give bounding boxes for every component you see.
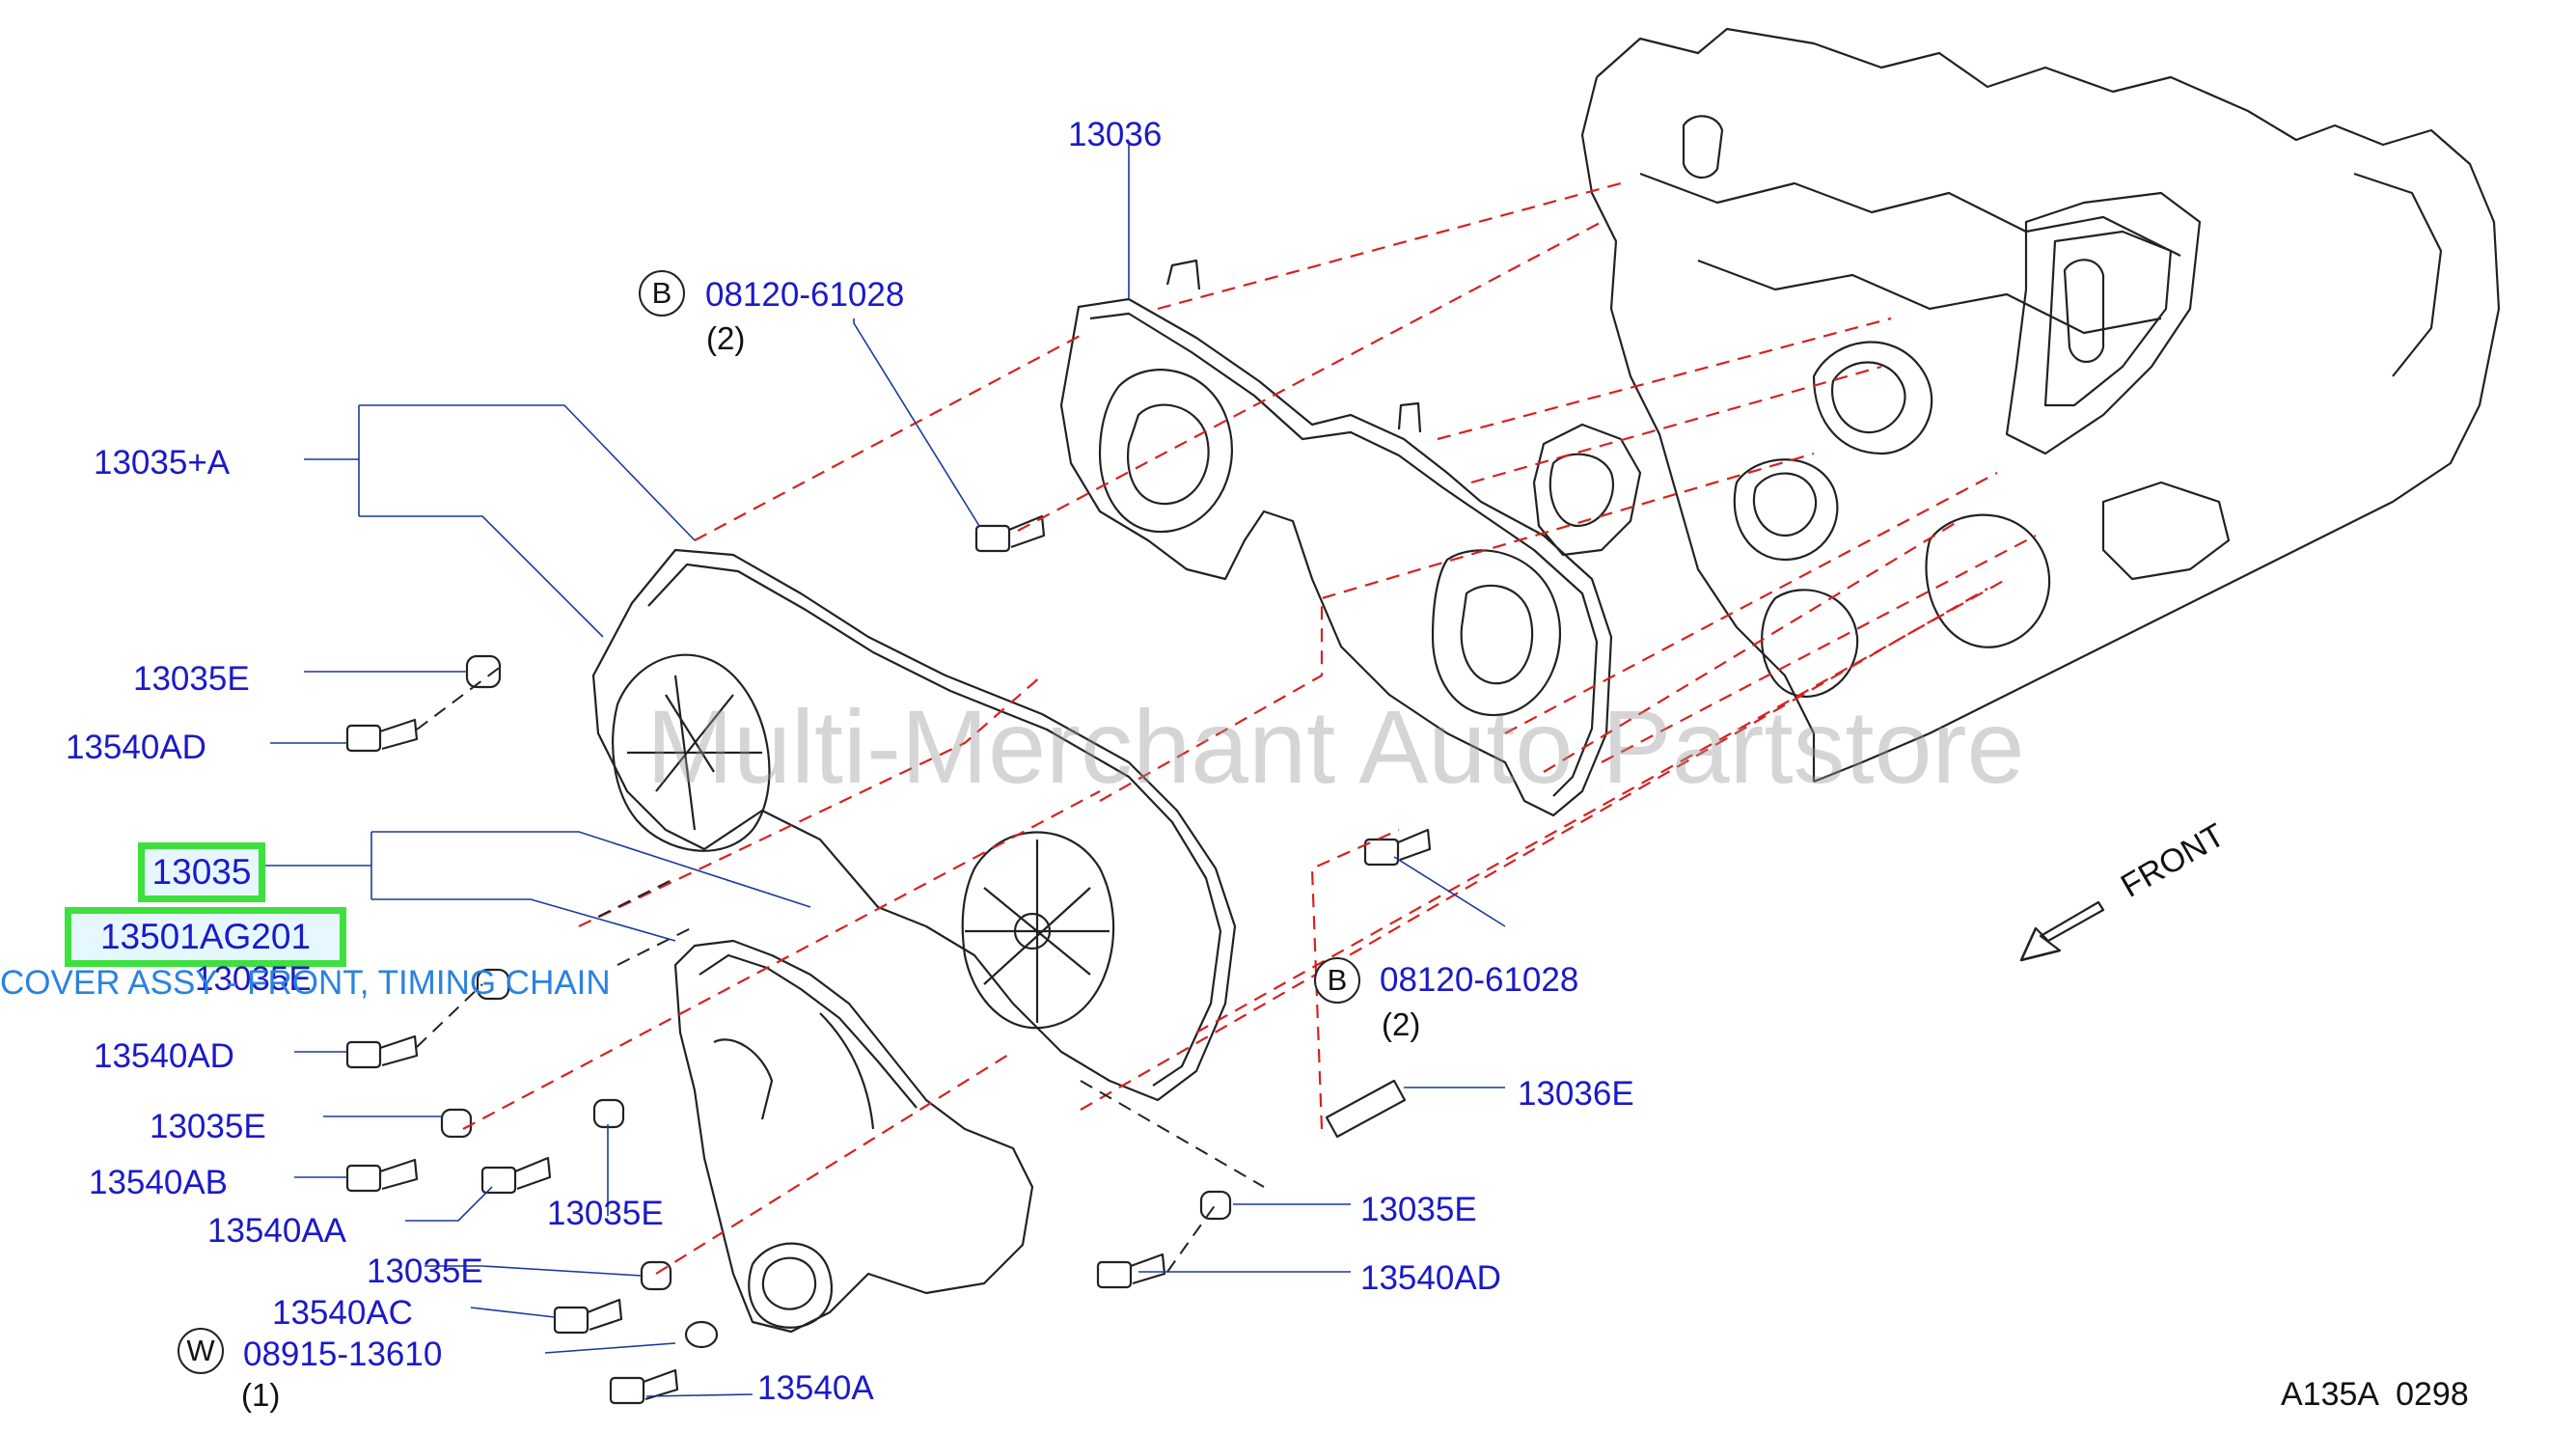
part-label-13540ad-3[interactable]: 13540AD [1360,1259,1501,1297]
part-description: COVER ASSY - FRONT, TIMING CHAIN [0,964,611,1002]
part-label-13540ad-1[interactable]: 13540AD [66,729,206,766]
bolt-b-circle-top: B [639,270,685,317]
upper-cover-drawing [1059,259,1613,817]
part-label-13035-a[interactable]: 13035+A [94,444,231,482]
part-label-13540ab[interactable]: 13540AB [89,1164,229,1201]
part-label-08120-61028-top[interactable]: 08120-61028 [705,276,905,314]
part-label-13036e[interactable]: 13036E [1518,1075,1634,1113]
highlighted-part-number: 13035 [151,852,252,892]
bolt-qty-right: (2) [1382,1006,1421,1042]
part-label-13035e-1[interactable]: 13035E [133,660,250,698]
part-label-13035e-4[interactable]: 13035E [547,1195,664,1232]
part-label-13035e-5[interactable]: 13035E [367,1253,483,1290]
black-dashed-lines [416,665,1265,1273]
front-cover-drawing [591,548,1237,1102]
bolt-b-circle-right: B [1314,957,1360,1004]
washer-qty: (1) [241,1377,281,1413]
leader-lines [260,145,1506,1397]
part-label-13540aa[interactable]: 13540AA [207,1212,347,1250]
part-label-13035e-6[interactable]: 13035E [1360,1191,1477,1228]
engine-block-drawing [1532,27,2501,784]
part-label-13540a[interactable]: 13540A [757,1369,874,1407]
front-arrow-drawing [2019,900,2105,962]
highlighted-part-13035[interactable]: 13035 [138,842,265,902]
part-label-13035e-2[interactable]: 13035E [195,960,312,998]
watermark: Multi-Merchant Auto Partstore [646,688,2025,805]
bolt-qty-top: (2) [706,320,746,356]
diagram-code: A135A 0298 [2281,1376,2469,1413]
highlighted-oem-number[interactable]: 13501AG201 [65,907,346,967]
part-label-08120-61028-right[interactable]: 08120-61028 [1380,961,1579,999]
washer-w-circle: W [178,1328,224,1374]
part-label-13035e-3[interactable]: 13035E [150,1108,266,1145]
part-label-13540ac[interactable]: 13540AC [272,1294,413,1332]
oem-part-number: 13501AG201 [99,917,312,956]
part-label-08915-13610[interactable]: 08915-13610 [243,1336,443,1373]
alignment-lines [462,181,2037,1275]
fasteners-drawing [345,514,1432,1405]
part-label-13036[interactable]: 13036 [1068,116,1163,153]
part-label-13540ad-2[interactable]: 13540AD [94,1037,234,1075]
lower-cover-drawing [673,939,1034,1334]
